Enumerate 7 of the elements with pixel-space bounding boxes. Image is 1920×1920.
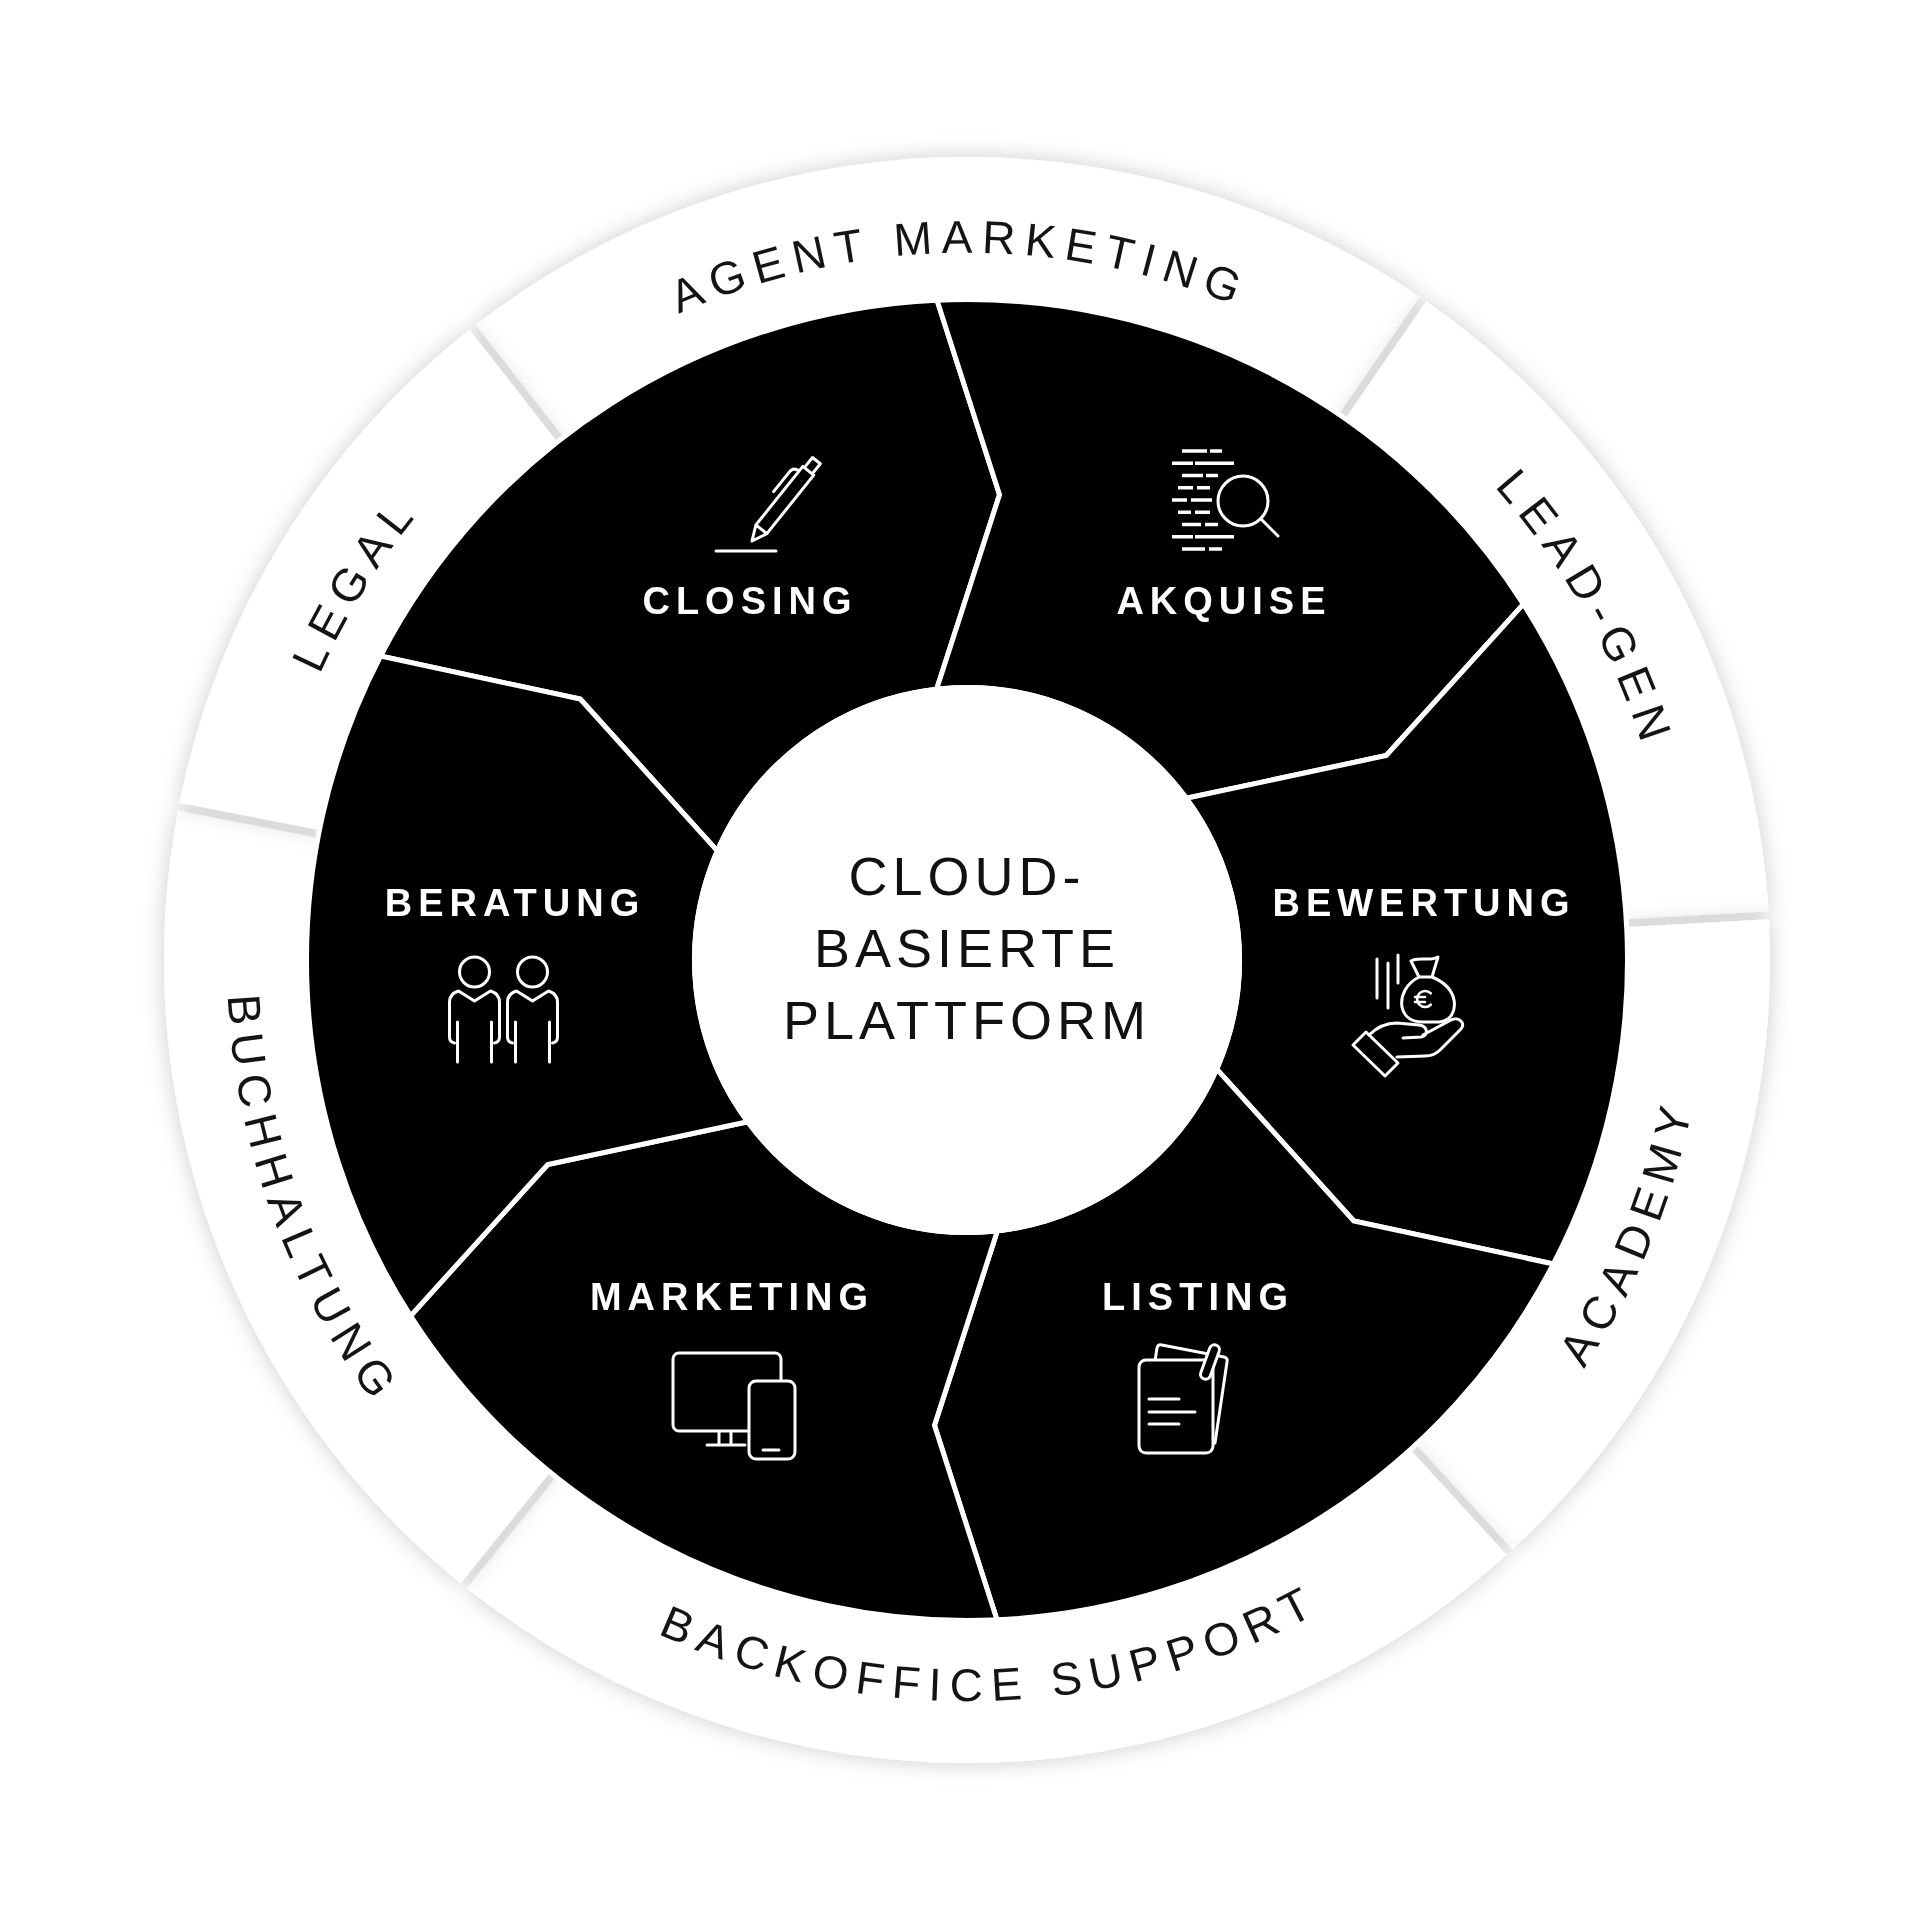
hub-label: CLOUD- BASIERTE PLATTFORM: [782, 845, 1152, 1052]
segment-label: MARKETING: [589, 1276, 875, 1320]
segment-label: BERATUNG: [384, 882, 646, 926]
segment-label: BEWERTUNG: [1272, 882, 1576, 926]
segment-label: CLOSING: [642, 580, 858, 624]
segment-label: LISTING: [1102, 1276, 1294, 1320]
segment-label: AKQUISE: [1116, 580, 1332, 624]
